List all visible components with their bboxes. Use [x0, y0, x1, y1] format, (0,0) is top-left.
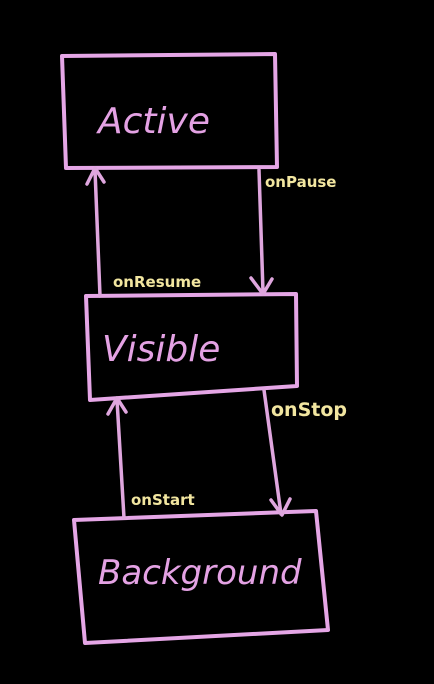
on-resume-arrow-line — [93, 168, 102, 298]
transition-on-resume: onResume — [85, 166, 201, 298]
on-pause-label: onPause — [265, 173, 336, 191]
transition-on-start: onStart — [106, 396, 195, 520]
on-resume-label: onResume — [113, 273, 201, 291]
on-stop-arrow-head — [269, 497, 292, 517]
on-pause-arrow-head — [249, 276, 274, 296]
transition-on-pause: onPause — [249, 168, 336, 296]
state-background: Background — [72, 509, 330, 645]
on-start-arrow-head — [106, 396, 128, 416]
state-visible-label: Visible — [102, 329, 220, 370]
state-active-label: Active — [96, 101, 210, 142]
on-stop-label: onStop — [271, 399, 347, 421]
on-stop-arrow-line — [262, 388, 283, 516]
on-pause-arrow-line — [257, 168, 265, 294]
state-active-box — [60, 52, 279, 170]
state-visible-box — [84, 292, 299, 402]
on-start-label: onStart — [131, 491, 195, 509]
transition-on-stop: onStop — [262, 388, 347, 517]
on-resume-arrow-head — [85, 166, 106, 186]
state-background-box — [72, 509, 330, 645]
state-active: Active — [60, 52, 279, 170]
state-visible: Visible — [84, 292, 299, 402]
on-start-arrow-line — [115, 398, 126, 520]
state-background-label: Background — [98, 553, 302, 593]
